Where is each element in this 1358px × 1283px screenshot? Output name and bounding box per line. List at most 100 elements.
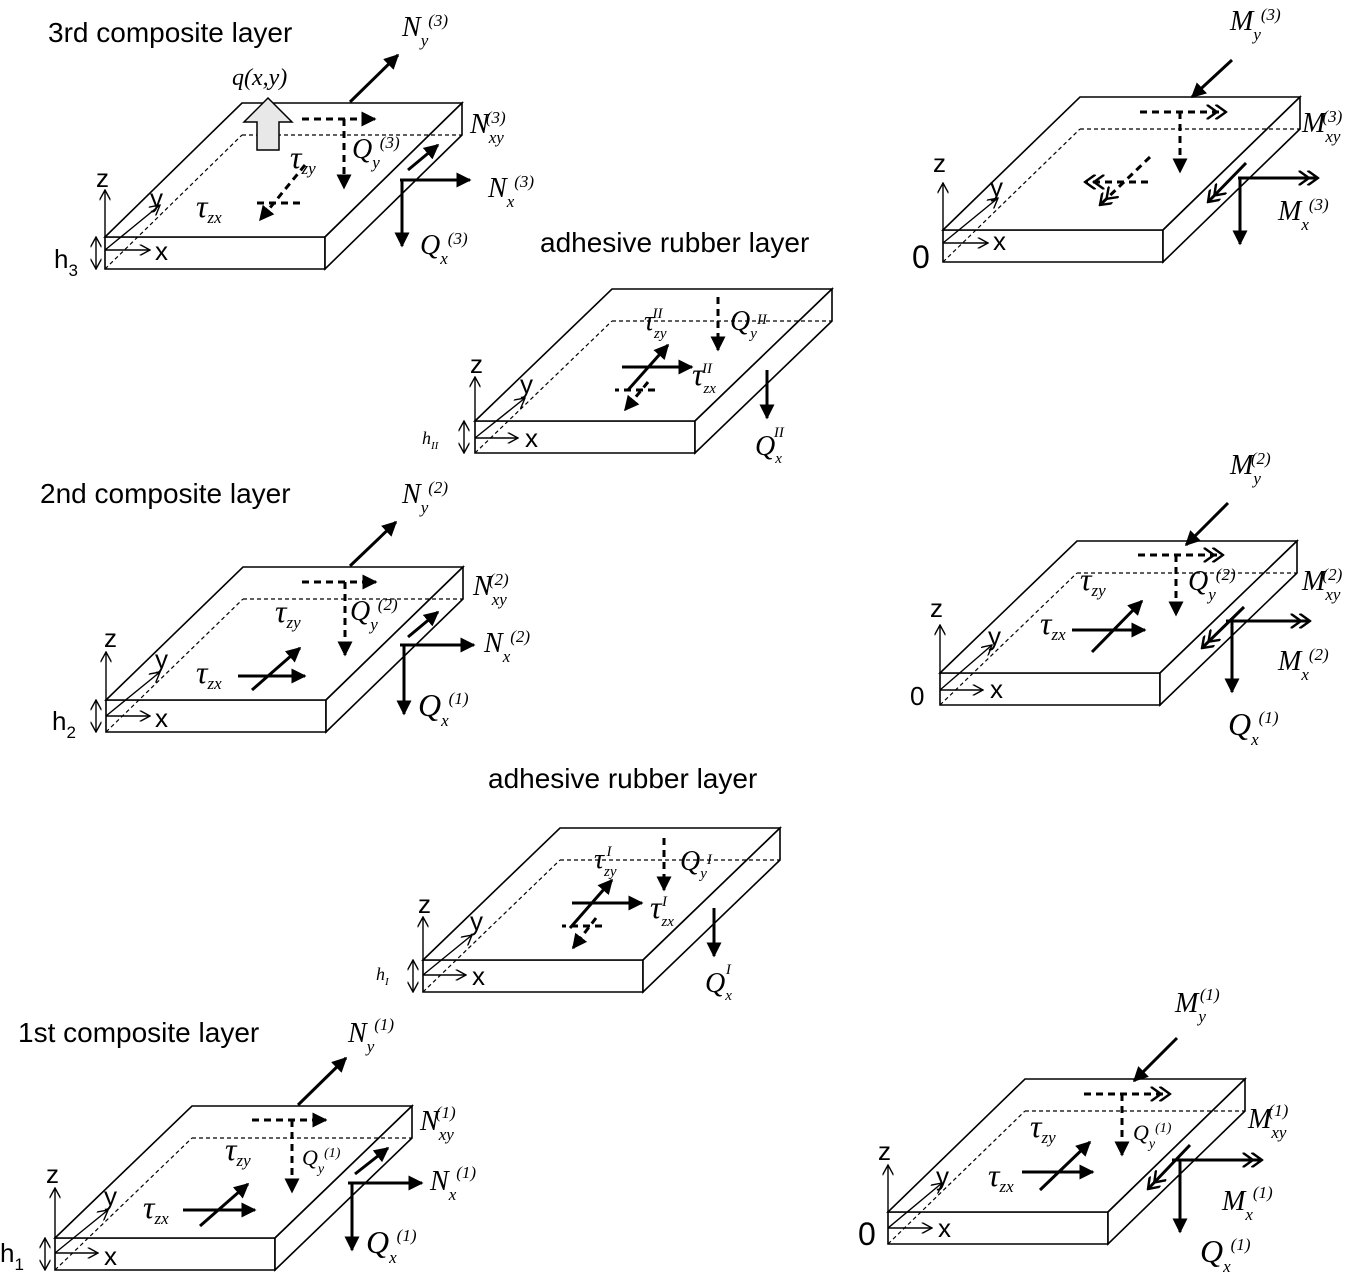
moments-1st-right bbox=[1022, 1036, 1262, 1234]
Mxy3-label: Mxy(3) bbox=[1301, 107, 1343, 146]
thickness-h2-label: h2 bbox=[52, 706, 76, 742]
tau-zx-1r-label: τzx bbox=[988, 1157, 1014, 1196]
tau-zy-2-label: τzy bbox=[275, 593, 301, 632]
axes-3rd-right bbox=[943, 183, 998, 243]
Qy3-label: Qy(3) bbox=[352, 133, 400, 172]
heading-adhesive-rubber-layer-lower: adhesive rubber layer bbox=[488, 763, 757, 794]
axis-x-label: x bbox=[990, 674, 1003, 704]
axis-z-label: z bbox=[878, 1136, 891, 1166]
stresses-rubber-II bbox=[615, 297, 775, 420]
Qy2-label-right: Qy(2) bbox=[1188, 565, 1236, 604]
plate-1st-left bbox=[53, 1104, 414, 1272]
forces-3rd-left bbox=[255, 53, 472, 248]
Qx1-label-2nd-right: Qx(1) bbox=[1228, 706, 1279, 749]
forces-1st-left bbox=[183, 1056, 424, 1252]
thickness-h3-label: h3 bbox=[54, 244, 78, 280]
axes-2nd-left bbox=[96, 652, 160, 732]
labels-rubber-I: τzyI QyI τzxI QxI bbox=[594, 844, 732, 1004]
My3-label: My(3) bbox=[1229, 5, 1281, 44]
Qy1-label: Qy(1) bbox=[302, 1145, 341, 1177]
axis-z-label: z bbox=[933, 148, 946, 178]
Qy1-label-right: Qy(1) bbox=[1133, 1120, 1172, 1152]
Nx2-label: Nx(2) bbox=[483, 627, 530, 666]
labels-rubber-II: τzyII QyII τzxII QxII bbox=[644, 306, 785, 467]
Qy2-label: Qy(2) bbox=[350, 595, 398, 634]
stresses-rubber-I bbox=[562, 838, 722, 958]
heading-2nd-composite-layer: 2nd composite layer bbox=[40, 478, 291, 509]
tau-zx-3-label: τzx bbox=[196, 188, 222, 227]
Mx1-label: Mx(1) bbox=[1221, 1183, 1273, 1224]
load-arrow-q bbox=[242, 96, 294, 151]
axis-y-label: y bbox=[990, 172, 1003, 202]
tau-zx-1-label: τzx bbox=[143, 1189, 169, 1228]
Nx3-label: Nx(3) bbox=[487, 172, 534, 211]
Ny3-label: Ny(3) bbox=[401, 11, 448, 50]
axis-y-label: y bbox=[988, 621, 1001, 651]
forces-2nd-left bbox=[238, 520, 476, 716]
plate-2nd-left bbox=[104, 565, 465, 734]
My2-label: My(2) bbox=[1229, 449, 1271, 488]
axes-1st-right bbox=[888, 1165, 942, 1228]
tau-zy-1-label: τzy bbox=[225, 1131, 251, 1170]
axes-rubber-II bbox=[464, 377, 525, 453]
heading-adhesive-rubber-layer-upper: adhesive rubber layer bbox=[540, 227, 809, 258]
axis-x-label: x bbox=[938, 1213, 951, 1243]
axis-y-label: y bbox=[936, 1161, 949, 1191]
axis-x-label: x bbox=[155, 703, 168, 733]
axis-z-label: z bbox=[418, 889, 431, 919]
labels-3rd-right: My(3) Mxy(3) Mx(3) bbox=[1229, 5, 1343, 234]
tau-zy-2r-label: τzy bbox=[1080, 561, 1106, 600]
thickness-hII-label: hII bbox=[422, 428, 440, 452]
Qx3-label: Qx(3) bbox=[420, 229, 468, 268]
labels-2nd-left: Ny(2) Nxy(2) Nx(2) Qx(1) Qy(2) τzy τzx bbox=[196, 478, 530, 730]
axis-y-label: y bbox=[155, 644, 168, 674]
Qx-II-label: QxII bbox=[755, 425, 785, 467]
Mx2-label: Mx(2) bbox=[1277, 645, 1329, 684]
axis-y-label: y bbox=[470, 906, 483, 936]
Qx1-label-2nd: Qx(1) bbox=[418, 687, 469, 730]
labels-1st-right: My(1) Mxy(1) Mx(1) Qx(1) Qy(1) τzy τzx bbox=[988, 985, 1289, 1276]
origin-label: 0 bbox=[912, 239, 930, 275]
Qx1-label-right: Qx(1) bbox=[1200, 1233, 1251, 1276]
Ny1-label: Ny(1) bbox=[347, 1015, 394, 1056]
axes-3rd-left bbox=[96, 190, 160, 269]
axis-z-label: z bbox=[46, 1159, 59, 1189]
My1-label: My(1) bbox=[1174, 985, 1220, 1026]
tau-zx-II-label: τzxII bbox=[692, 356, 716, 397]
tau-zy-II-label: τzyII bbox=[644, 306, 667, 342]
Nxy3-label: Nxy(3) bbox=[469, 108, 506, 147]
Nxy2-label: Nxy(2) bbox=[472, 570, 509, 609]
axis-x-label: x bbox=[993, 226, 1006, 256]
Qy-I-label: QyI bbox=[680, 846, 713, 882]
origin-label: 0 bbox=[858, 1216, 876, 1252]
axis-z-label: z bbox=[930, 593, 943, 623]
labels-3rd-left: Ny(3) Nxy(3) Nx(3) Qx(3) Qy(3) τzy τzx bbox=[196, 11, 534, 268]
axis-x-label: x bbox=[104, 1241, 117, 1271]
axis-y-label: y bbox=[104, 1181, 117, 1211]
Qy-II-label: QyII bbox=[730, 306, 768, 342]
Qx-I-label: QxI bbox=[705, 962, 732, 1004]
axis-z-label: z bbox=[104, 623, 117, 653]
thickness-h1-label: h1 bbox=[0, 1238, 24, 1274]
labels-1st-left: Ny(1) Nxy(1) Nx(1) Qx(1) Qy(1) τzy τzx bbox=[143, 1015, 476, 1267]
tau-zy-3-label: τzy bbox=[290, 139, 316, 178]
thickness-hI-label: hI bbox=[376, 964, 390, 988]
heading-3rd-composite-layer: 3rd composite layer bbox=[48, 17, 292, 48]
axis-y-label: y bbox=[520, 369, 533, 399]
axis-x-label: x bbox=[472, 961, 485, 991]
tau-zx-I-label: τzxI bbox=[650, 889, 674, 930]
Ny2-label: Ny(2) bbox=[401, 478, 448, 517]
tau-zx-2-label: τzx bbox=[196, 654, 222, 693]
plate-3rd-right bbox=[941, 95, 1302, 264]
axis-x-label: x bbox=[155, 236, 168, 266]
tau-zy-1r-label: τzy bbox=[1030, 1108, 1056, 1147]
moments-2nd-right bbox=[1072, 501, 1310, 694]
axis-z-label: z bbox=[470, 349, 483, 379]
axes-1st-left bbox=[45, 1188, 108, 1270]
Qx1-label: Qx(1) bbox=[366, 1224, 417, 1267]
origin-label: 0 bbox=[910, 681, 924, 711]
Nx1-label: Nx(1) bbox=[429, 1163, 476, 1204]
Nxy1-label: Nxy(1) bbox=[419, 1103, 456, 1144]
